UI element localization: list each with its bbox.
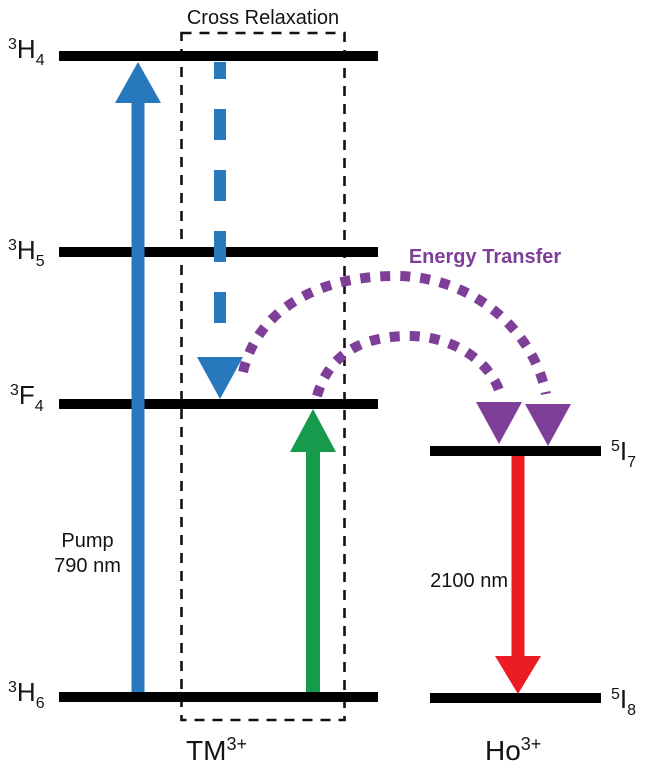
level-label-letter: I (619, 684, 628, 714)
level-label-tm-3h6: 3H6 (8, 677, 45, 712)
cross-relaxation-excitation-arrow-shaft (306, 450, 320, 692)
emission-arrow (495, 456, 541, 694)
ion-charge: 3+ (226, 734, 247, 754)
level-label-sub: 5 (35, 253, 45, 270)
emission-arrow-shaft (511, 456, 525, 658)
level-label-sub: 4 (35, 52, 45, 69)
level-label-tm-3f4: 3F4 (10, 380, 44, 415)
level-label-ho-5i8: 5I8 (611, 684, 637, 719)
level-label-letter: H (16, 677, 36, 707)
level-label-letter: F (18, 380, 35, 410)
level-label-tm-3h5: 3H5 (8, 235, 45, 270)
level-label-letter: I (619, 436, 628, 466)
ion-symbol: TM (186, 735, 227, 766)
level-label-sub: 8 (627, 702, 637, 719)
cross-relaxation-excitation-arrow-head (290, 409, 336, 452)
ion-label-ho: Ho3+ (485, 734, 542, 768)
level-label-sub: 4 (34, 398, 44, 415)
pump-arrow (115, 62, 161, 692)
level-label-ho-5i7: 5I7 (611, 436, 637, 471)
pump-label-line2: 790 nm (54, 555, 121, 577)
level-label-letter: H (16, 235, 36, 265)
level-label-sup: 3 (8, 237, 17, 254)
ion-charge: 3+ (520, 734, 542, 754)
pump-arrow-shaft (131, 100, 145, 692)
level-label-sup: 5 (611, 686, 620, 703)
level-label-tm-3h4: 3H4 (8, 34, 45, 69)
cross-relaxation-decay-arrow-head (197, 357, 243, 399)
energy-transfer-arrowhead-right (525, 404, 571, 446)
cross-relaxation-decay-arrow (197, 62, 243, 399)
ion-symbol: Ho (485, 735, 521, 766)
level-label-sub: 7 (627, 454, 637, 471)
cross-relaxation-box (180, 31, 346, 722)
level-label-sup: 3 (8, 36, 17, 53)
level-label-letter: H (16, 34, 36, 64)
cross-relaxation-excitation-arrow (290, 409, 336, 692)
energy-transfer-arrowhead-left (476, 402, 522, 444)
pump-label-line1: Pump (61, 530, 114, 552)
ion-label-tm: TM3+ (186, 734, 247, 768)
pump-label: Pump 790 nm (25, 529, 150, 579)
energy-transfer-label: Energy Transfer (408, 246, 562, 268)
level-label-sup: 3 (10, 382, 19, 399)
emission-label: 2100 nm (430, 570, 508, 592)
level-label-sup: 3 (8, 679, 17, 696)
level-label-sub: 6 (35, 695, 45, 712)
pump-arrow-head (115, 62, 161, 103)
level-label-sup: 5 (611, 438, 620, 455)
emission-arrow-head (495, 656, 541, 694)
cross-relaxation-label: Cross Relaxation (186, 7, 340, 29)
